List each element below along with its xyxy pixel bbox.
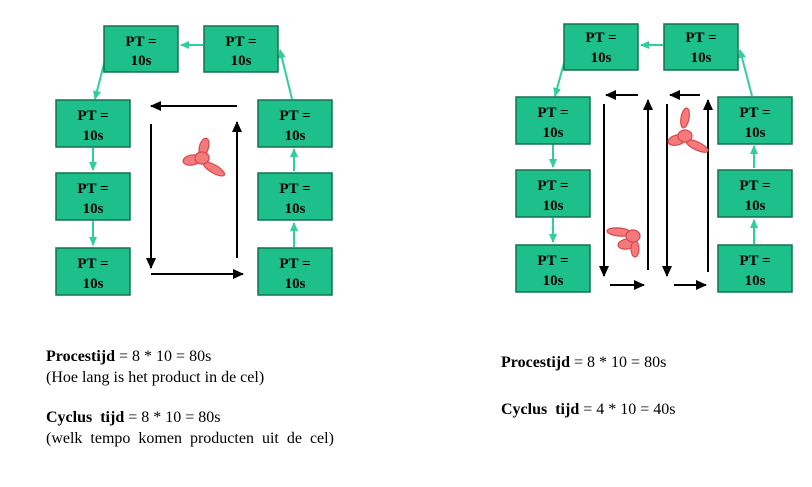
pt-box-line1: PT = [279, 108, 310, 124]
pt-box: PT = 10s [515, 96, 591, 145]
pt-box-line1: PT = [77, 108, 108, 124]
flow-arrow [738, 49, 753, 97]
pt-box: PT = 10s [55, 172, 131, 221]
pt-box-line1: PT = [585, 30, 616, 46]
pt-box-line1: PT = [125, 34, 156, 50]
cycle-time-formula: = 4 * 10 = 40s [579, 401, 676, 418]
pt-box: PT = 10s [257, 172, 333, 221]
pt-box-line2: 10s [591, 50, 612, 66]
pt-box-line1: PT = [739, 105, 770, 121]
pt-box: PT = 10s [103, 25, 179, 73]
cycle-time-note: (welk tempo komen producten uit de cel) [46, 430, 334, 447]
pt-box-line2: 10s [83, 128, 104, 144]
left-operator-path [146, 101, 244, 279]
pt-box-line2: 10s [285, 201, 306, 217]
left-cell: PT = 10s PT = 10s PT = 10s PT = 10s PT =… [55, 25, 333, 296]
cycle-time-label: Cyclus tijd [46, 409, 125, 426]
pt-box-line2: 10s [691, 50, 712, 66]
right-operator-paths [599, 90, 713, 290]
pt-box-line1: PT = [77, 256, 108, 272]
left-process-time-line: Procestijd = 8 * 10 = 80s [46, 346, 334, 367]
pt-box-line2: 10s [543, 198, 564, 214]
pt-box-line2: 10s [745, 198, 766, 214]
pt-box-line1: PT = [537, 253, 568, 269]
right-process-time-line: Procestijd = 8 * 10 = 80s [501, 352, 676, 373]
pt-box-line2: 10s [285, 276, 306, 292]
left-cycle-time-line: Cyclus tijd = 8 * 10 = 80s [46, 407, 334, 428]
pt-box-line1: PT = [537, 178, 568, 194]
pt-box-line2: 10s [131, 53, 152, 69]
pt-box: PT = 10s [717, 96, 793, 145]
pt-box-line2: 10s [543, 125, 564, 141]
pt-box: PT = 10s [203, 25, 279, 73]
process-time-label: Procestijd [46, 348, 116, 365]
pt-box-line1: PT = [225, 34, 256, 50]
pt-box-line1: PT = [739, 178, 770, 194]
flow-arrow [278, 49, 293, 100]
pt-box-line2: 10s [231, 53, 252, 69]
pt-box: PT = 10s [515, 244, 591, 293]
right-explanation: Procestijd = 8 * 10 = 80s Cyclus tijd = … [501, 352, 676, 420]
pt-box-line2: 10s [543, 273, 564, 289]
process-time-note: (Hoe lang is het product in de cel) [46, 369, 265, 386]
pt-box: PT = 10s [257, 247, 333, 296]
pt-box: PT = 10s [55, 99, 131, 148]
operator-figure-icon [606, 227, 641, 258]
cycle-time-formula: = 8 * 10 = 80s [124, 409, 221, 426]
pt-box-line2: 10s [285, 128, 306, 144]
pt-box: PT = 10s [717, 169, 793, 218]
pt-box: PT = 10s [663, 23, 739, 71]
pt-box-line1: PT = [537, 105, 568, 121]
pt-box: PT = 10s [257, 99, 333, 148]
right-cycle-time-line: Cyclus tijd = 4 * 10 = 40s [501, 399, 676, 420]
pt-box-line1: PT = [279, 181, 310, 197]
pt-box-line1: PT = [279, 256, 310, 272]
operator-figure-icon [667, 107, 709, 153]
pt-box-line2: 10s [83, 201, 104, 217]
pt-box: PT = 10s [717, 244, 793, 293]
pt-box: PT = 10s [563, 23, 639, 71]
operator-figure-icon [182, 137, 226, 177]
cycle-time-label: Cyclus tijd [501, 401, 580, 418]
pt-box: PT = 10s [55, 247, 131, 296]
pt-box-line2: 10s [83, 276, 104, 292]
process-time-formula: = 8 * 10 = 80s [115, 348, 212, 365]
right-cell: PT = 10s PT = 10s PT = 10s PT = 10s PT =… [515, 23, 793, 293]
pt-box-line2: 10s [745, 125, 766, 141]
pt-box-line1: PT = [77, 181, 108, 197]
process-time-label: Procestijd [501, 354, 571, 371]
left-explanation: Procestijd = 8 * 10 = 80s (Hoe lang is h… [46, 346, 334, 449]
pt-box-line1: PT = [685, 30, 716, 46]
right-flow-arrows [549, 41, 758, 244]
pt-box-line1: PT = [739, 253, 770, 269]
pt-box-line2: 10s [745, 273, 766, 289]
pt-box: PT = 10s [515, 169, 591, 218]
process-time-formula: = 8 * 10 = 80s [570, 354, 667, 371]
